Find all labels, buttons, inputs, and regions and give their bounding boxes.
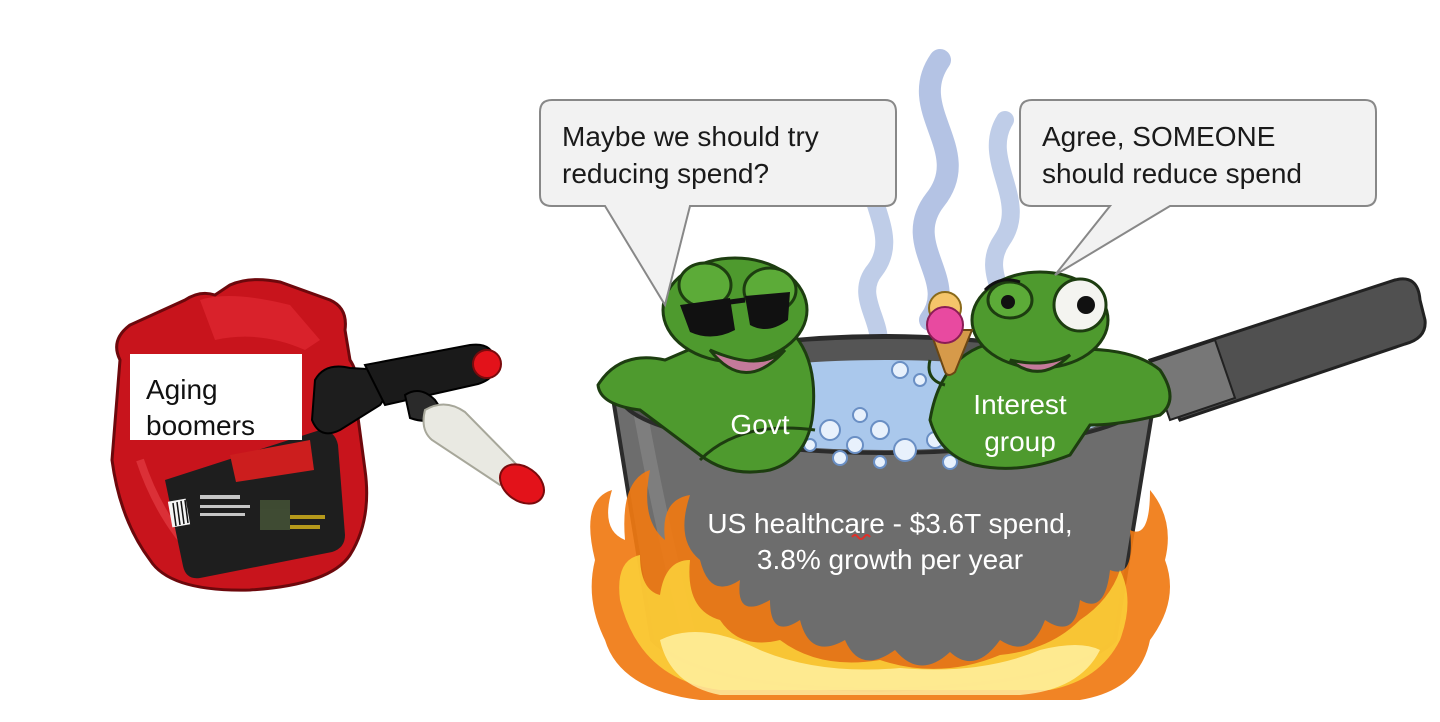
ice-cream-icon (926, 291, 974, 376)
gas-can-label-box: Aging boomers (130, 354, 302, 441)
gas-can-label: Aging boomers (146, 374, 255, 441)
spellcheck-squiggle (851, 534, 871, 540)
speech-bubble-govt-line1: Maybe we should try (562, 121, 819, 152)
speech-bubble-govt (539, 99, 897, 308)
pot-caption-line2: 3.8% growth per year (756, 544, 1024, 575)
speech-bubble-interest-line2: should reduce spend (1042, 158, 1302, 189)
pot-handle-icon (1147, 277, 1427, 422)
speech-bubble-govt-line2: reducing spend? (562, 158, 770, 189)
frog-label-govt: Govt (730, 409, 790, 440)
fire-icon (590, 470, 1170, 700)
frog-label-interest-line1: Interest (973, 389, 1067, 420)
frog-with-sunglasses-icon (596, 256, 816, 474)
speech-bubble-interest-line1: Agree, SOMEONE (1042, 121, 1276, 152)
sunglasses-icon (680, 292, 790, 337)
speech-bubble-interest-group (1019, 99, 1377, 276)
frog-label-interest-line2: group (984, 426, 1056, 457)
frog-with-ice-cream-icon (926, 270, 1172, 470)
pot-caption-line1: US healthcare - $3.6T spend, (707, 508, 1073, 539)
spout-icon (310, 343, 545, 505)
